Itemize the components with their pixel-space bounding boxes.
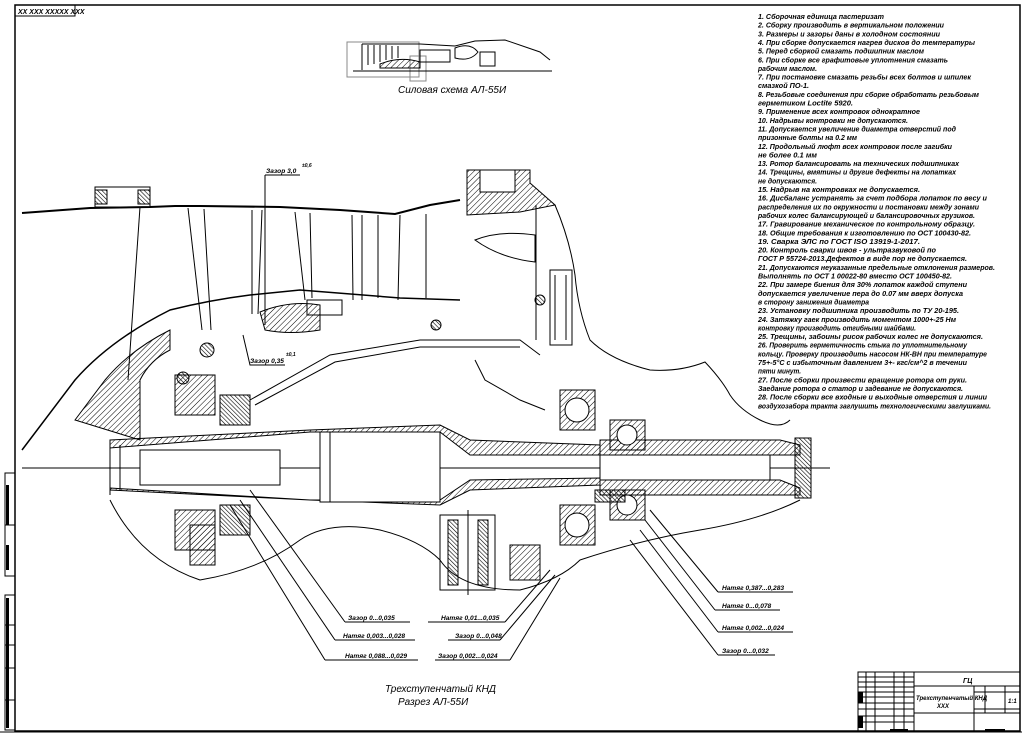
requirement-line: 8. Резьбовые соединения при сборке обраб… <box>758 91 980 99</box>
dimension-callout-gap-top: Зазор 3,0 ±0,6 <box>264 163 312 325</box>
requirement-line: 3. Размеры и зазоры даны в холодном сост… <box>758 30 941 38</box>
leader-label: Натяг 0,387...0,283 <box>722 585 784 592</box>
requirement-line: рабочих колес балансирующей и балансиров… <box>757 212 975 220</box>
requirement-line: контровку производить отгибными шайбами. <box>758 324 916 332</box>
requirement-line: 28. После сборки все входные и выходные … <box>757 394 988 402</box>
requirement-line: воздухозабора тракта заглушить технологи… <box>758 402 991 410</box>
section-caption-line1: Трехступенчатый КНД <box>385 684 496 695</box>
requirement-line: 23. Установку подшипника производить по … <box>757 307 959 315</box>
requirement-line: 25. Трещины, забоины рисок рабочих колес… <box>757 333 983 341</box>
svg-text:Зазор 0,35: Зазор 0,35 <box>250 358 284 365</box>
requirement-line: распределения их по окружности и постано… <box>757 203 980 211</box>
requirement-line: 14. Трещины, вмятины и другие дефекты на… <box>758 169 957 177</box>
requirement-line: призонные болты на 0.2 мм <box>758 134 858 142</box>
sheet-frame <box>0 4 1022 733</box>
section-caption-line2: Разрез АЛ-55И <box>398 697 469 708</box>
binding-strip <box>4 472 16 731</box>
svg-text:Зазор 3,0: Зазор 3,0 <box>266 168 297 175</box>
requirement-line: не более 0.1 мм <box>758 151 818 159</box>
requirement-line: 27. После сборки произвести вращение рот… <box>757 376 967 384</box>
requirement-line: 15. Надрыв на контровках не допускается. <box>758 186 920 194</box>
requirement-line: 4. При сборке допускается нагрев дисков … <box>757 39 975 47</box>
leader-label: Натяг 0,01...0,035 <box>441 615 500 622</box>
requirement-line: 16. Дисбаланс устранять за счет подбора … <box>758 195 988 203</box>
leader-group-right <box>629 509 793 656</box>
requirement-line: 17. Гравирование механическое по контрол… <box>758 221 975 229</box>
requirement-line: 5. Перед сборкой смазать подшипник масло… <box>758 48 925 56</box>
requirement-line: 11. Допускается увеличение диаметра отве… <box>758 125 957 133</box>
requirement-line: пяти минут. <box>758 369 801 376</box>
requirement-line: 20. Контроль сварки швов - ультразвуково… <box>757 247 937 255</box>
leader-label: Зазор 0...0,032 <box>722 648 769 655</box>
scale-value: 1:1 <box>1008 699 1017 705</box>
requirement-line: 6. При сборке все графитовые уплотнения … <box>758 56 948 64</box>
requirement-line: 18. Общие требования к изготовлению по О… <box>758 229 971 237</box>
power-scheme-caption: Силовая схема АЛ-55И <box>398 85 507 96</box>
requirement-line: 7. При постановке смазать резьбы всех бо… <box>758 74 971 82</box>
requirement-line: 21. Допускаются неуказанные предельные о… <box>757 264 995 272</box>
requirement-line: 2. Сборку производить в вертикальном пол… <box>757 22 945 30</box>
requirement-line: 9. Применение всех контровок однократное <box>758 108 920 116</box>
requirement-line: в сторону занижения диаметра <box>758 298 869 306</box>
material-code: ХХХ <box>936 704 950 710</box>
svg-text:±0,1: ±0,1 <box>286 352 296 358</box>
leader-label: Зазор 0...0,035 <box>348 615 395 622</box>
leader-label: Натяг 0,003...0,028 <box>343 633 405 640</box>
compressor-section-view <box>21 169 830 595</box>
document-code-stamp: ХХ ХХХ ХХХХХ ХХХ <box>17 9 86 16</box>
requirement-line: Заедание ротора о статор и задевание не … <box>758 385 963 393</box>
requirement-line: герметиком Loctite 5920. <box>758 101 853 108</box>
requirement-line: ГОСТ Р 55724-2013.Дефектов в виде пор не… <box>758 255 967 263</box>
leader-label: Зазор 0...0,048 <box>455 633 502 640</box>
requirement-line: 26. Проверить герметичность стыка по упл… <box>757 343 968 350</box>
leader-group-center <box>428 569 561 661</box>
leader-group-left <box>229 489 418 661</box>
leader-label: Зазор 0,002...0,024 <box>438 653 498 660</box>
leader-label: Натяг 0...0,078 <box>722 603 772 610</box>
requirement-line: 19. Сварка ЭЛС по ГОСТ ISO 13919-1-2017. <box>758 239 920 246</box>
requirement-line: смазкой ПО-1. <box>758 82 809 90</box>
leader-label: Натяг 0,002...0,024 <box>722 625 784 632</box>
svg-text:±0,6: ±0,6 <box>302 163 312 169</box>
requirement-line: кольцу. Проверку производить насосом НК-… <box>758 350 987 358</box>
requirement-line: 75+-5°С с избыточным давлением 3+- кгс/с… <box>758 359 968 367</box>
dimension-callout-gap-mid: Зазор 0,35 ±0,1 <box>242 334 296 366</box>
requirement-line: 22. При замере биения для 30% лопаток ка… <box>757 281 968 289</box>
requirement-line: 10. Надрывы контровки не допускаются. <box>758 117 908 125</box>
requirement-line: не допускаются. <box>758 177 817 185</box>
requirement-line: 1. Сборочная единица пастеризат <box>758 13 884 21</box>
requirement-line: Выполнять по ОСТ 1 00022-80 вместо ОСТ 1… <box>758 274 952 281</box>
requirement-line: 24. Затяжку гаек производить моментом 10… <box>757 316 957 324</box>
leader-label: Натяг 0,088...0,029 <box>345 653 407 660</box>
power-scheme-diagram <box>346 39 552 82</box>
drawing-designation: Трехступенчатый КНД <box>916 695 988 702</box>
title-block <box>857 671 1021 732</box>
sheet-number: ГЦ <box>963 678 972 685</box>
requirement-line: допускается увеличение пера до 0.07 мм в… <box>758 290 963 298</box>
requirement-line: 12. Продольный люфт всех контровок после… <box>758 143 953 151</box>
requirement-line: рабочим маслом. <box>757 65 817 73</box>
requirement-line: 13. Ротор балансировать на технических п… <box>758 160 960 168</box>
